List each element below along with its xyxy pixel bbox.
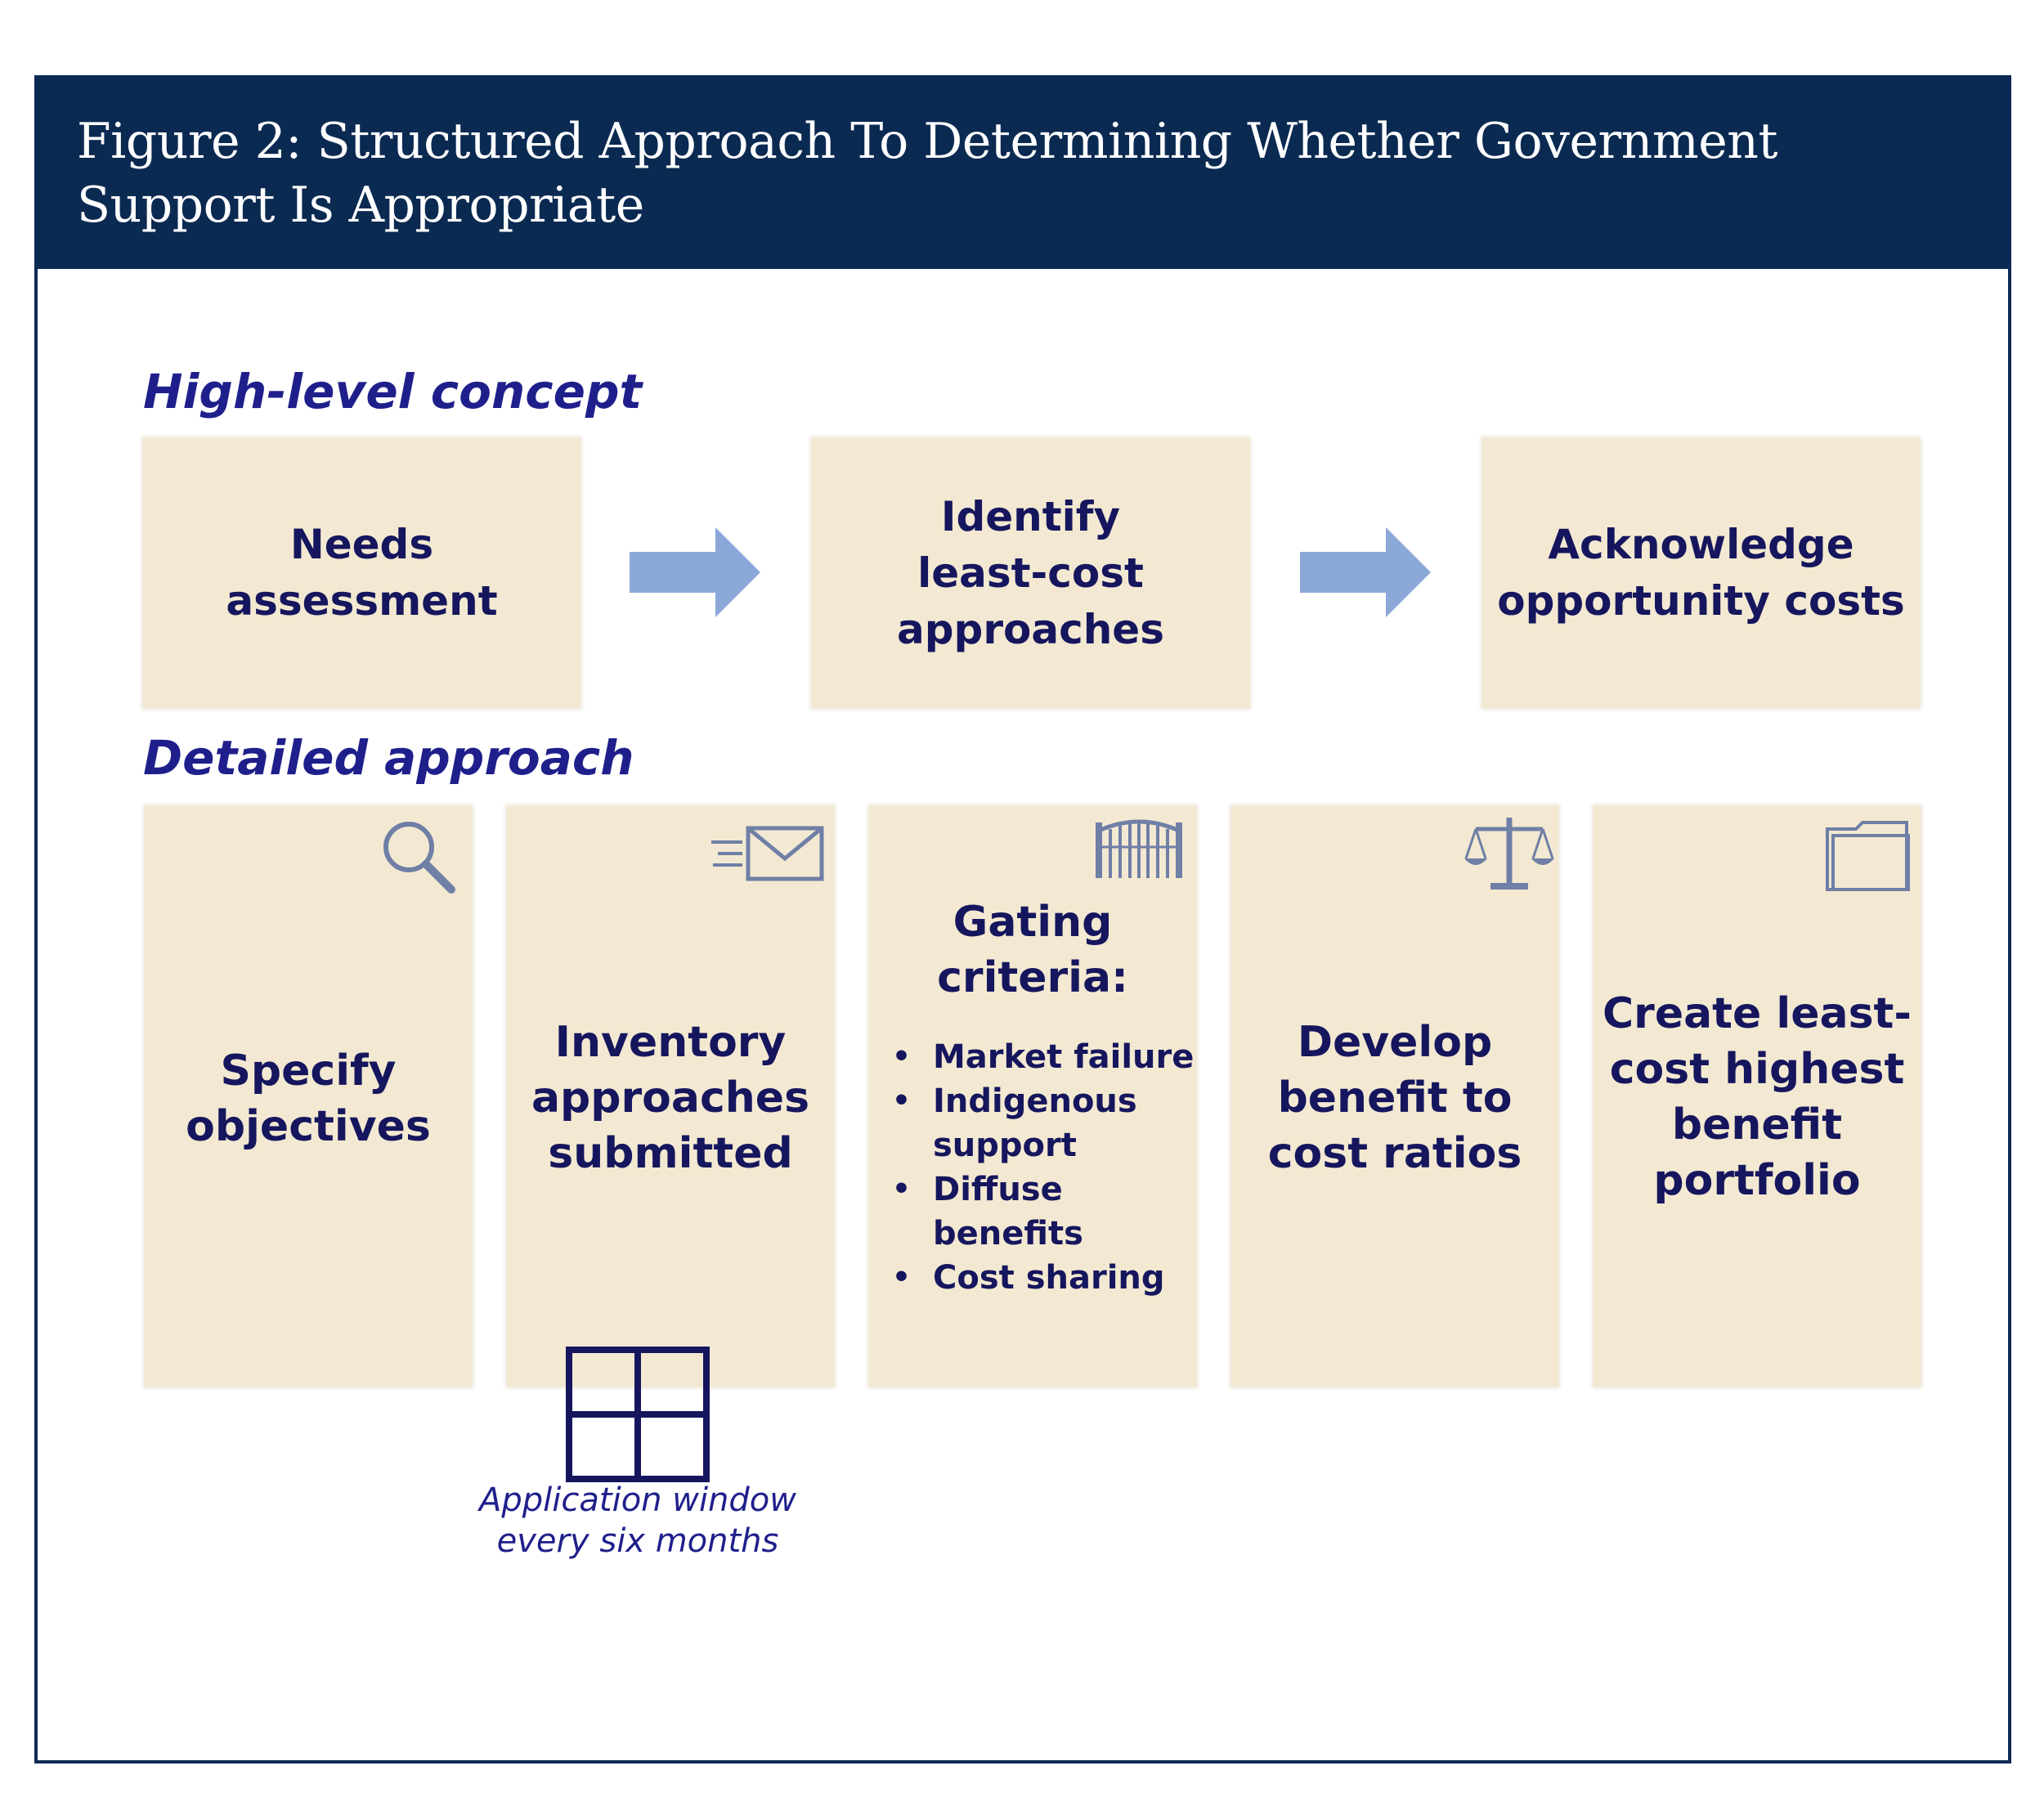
high-level-title: High-level concept	[143, 364, 643, 419]
box-label: Acknowledge opportunity costs	[1497, 521, 1905, 625]
window-grid-icon	[566, 1347, 710, 1482]
gating-criteria-box: Gating criteria: Market failure Indigeno…	[869, 806, 1196, 1387]
list-item: Diffuse benefits	[887, 1167, 1194, 1256]
gating-criteria-list: Market failure Indigenous support Diffus…	[887, 1035, 1194, 1300]
folder-icon	[1826, 821, 1910, 891]
box-label: Inventory approaches submitted	[531, 1018, 810, 1178]
list-item: Cost sharing	[887, 1256, 1194, 1300]
magnifier-icon	[383, 822, 455, 894]
specify-objectives-box: Specify objectives	[145, 806, 472, 1387]
needs-assessment-box: Needs assessment	[143, 438, 580, 708]
gate-icon	[1096, 819, 1182, 878]
list-item: Market failure	[887, 1035, 1194, 1079]
scales-icon	[1464, 818, 1554, 890]
box-label: Needs assessment	[226, 521, 498, 625]
identify-least-cost-box: Identify least-cost approaches	[812, 438, 1249, 708]
right-arrow-icon	[630, 527, 760, 617]
right-arrow-icon	[1300, 527, 1431, 617]
acknowledge-opportunity-box: Acknowledge opportunity costs	[1482, 438, 1920, 708]
envelope-icon	[711, 826, 824, 881]
box-label: Create least- cost highest benefit portf…	[1602, 989, 1912, 1205]
box-label: Identify least-cost approaches	[897, 492, 1164, 653]
box-label: Gating criteria:	[937, 898, 1128, 1002]
benefit-cost-ratios-box: Develop benefit to cost ratios	[1231, 806, 1558, 1387]
figure-header: Figure 2: Structured Approach To Determi…	[38, 78, 2008, 269]
box-label: Develop benefit to cost ratios	[1267, 1018, 1522, 1178]
application-window-note: Application window every six months	[479, 1481, 796, 1560]
list-item: Indigenous support	[887, 1079, 1194, 1167]
inventory-approaches-box: Inventory approaches submitted	[507, 806, 834, 1387]
portfolio-box: Create least- cost highest benefit portf…	[1594, 806, 1921, 1387]
box-label: Specify objectives	[186, 1046, 431, 1151]
detailed-approach-title: Detailed approach	[143, 730, 634, 786]
figure-title: Figure 2: Structured Approach To Determi…	[77, 113, 1777, 234]
